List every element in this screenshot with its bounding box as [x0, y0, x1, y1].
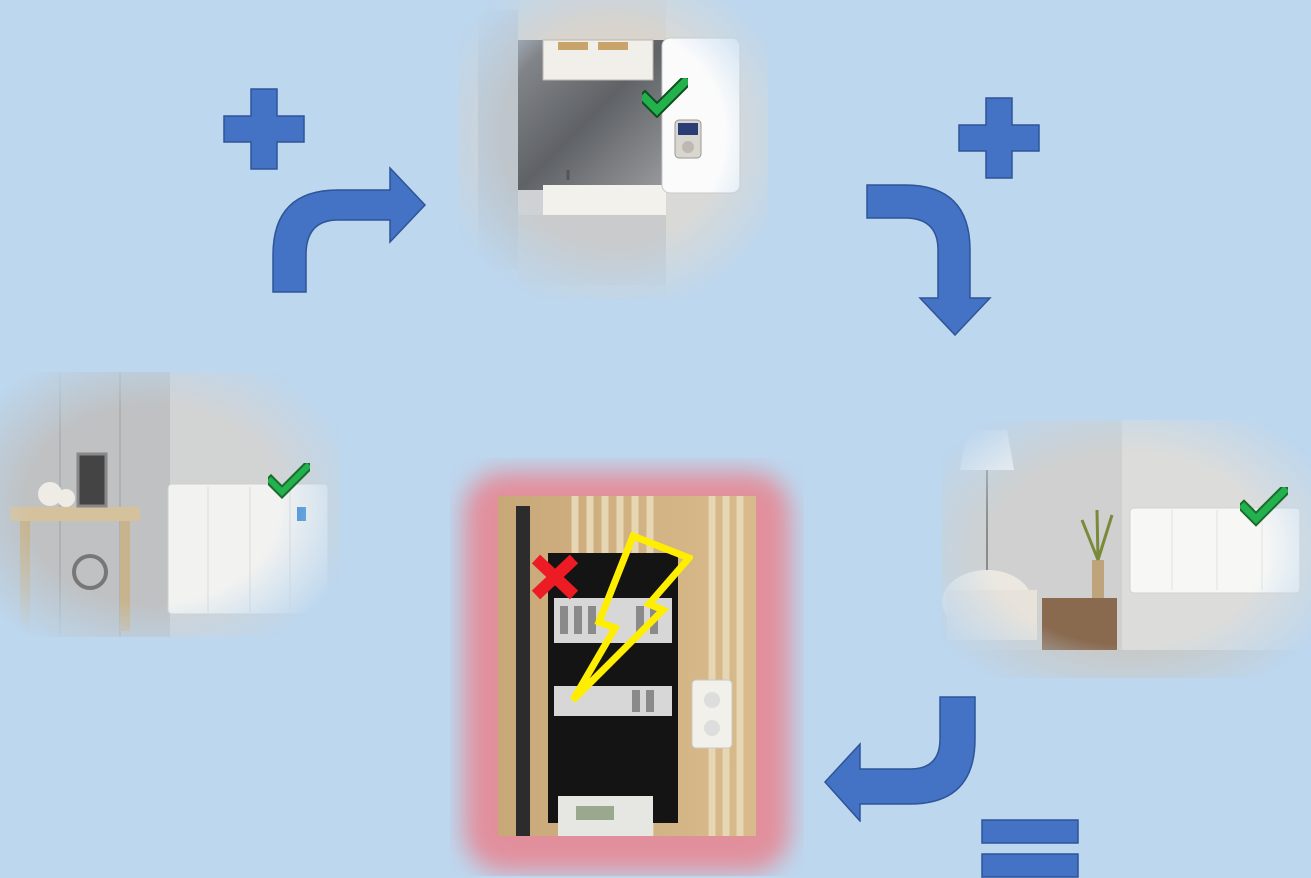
living-room-heater-photo — [942, 420, 1311, 678]
check-icon-hallway — [268, 463, 310, 499]
check-icon-bathroom — [642, 78, 688, 118]
hallway-heater-photo — [0, 372, 340, 637]
curved-arrow-left — [822, 694, 982, 822]
curved-arrow-right — [270, 165, 430, 295]
check-icon-living-room — [1240, 487, 1288, 527]
lightning-bolt-icon — [565, 532, 693, 704]
plus-icon-right — [958, 97, 1040, 179]
cross-icon — [530, 553, 580, 601]
curved-arrow-down — [865, 183, 995, 338]
plus-icon-left — [223, 88, 305, 170]
bathroom-water-heater-photo — [458, 0, 768, 300]
equals-icon — [981, 818, 1079, 878]
